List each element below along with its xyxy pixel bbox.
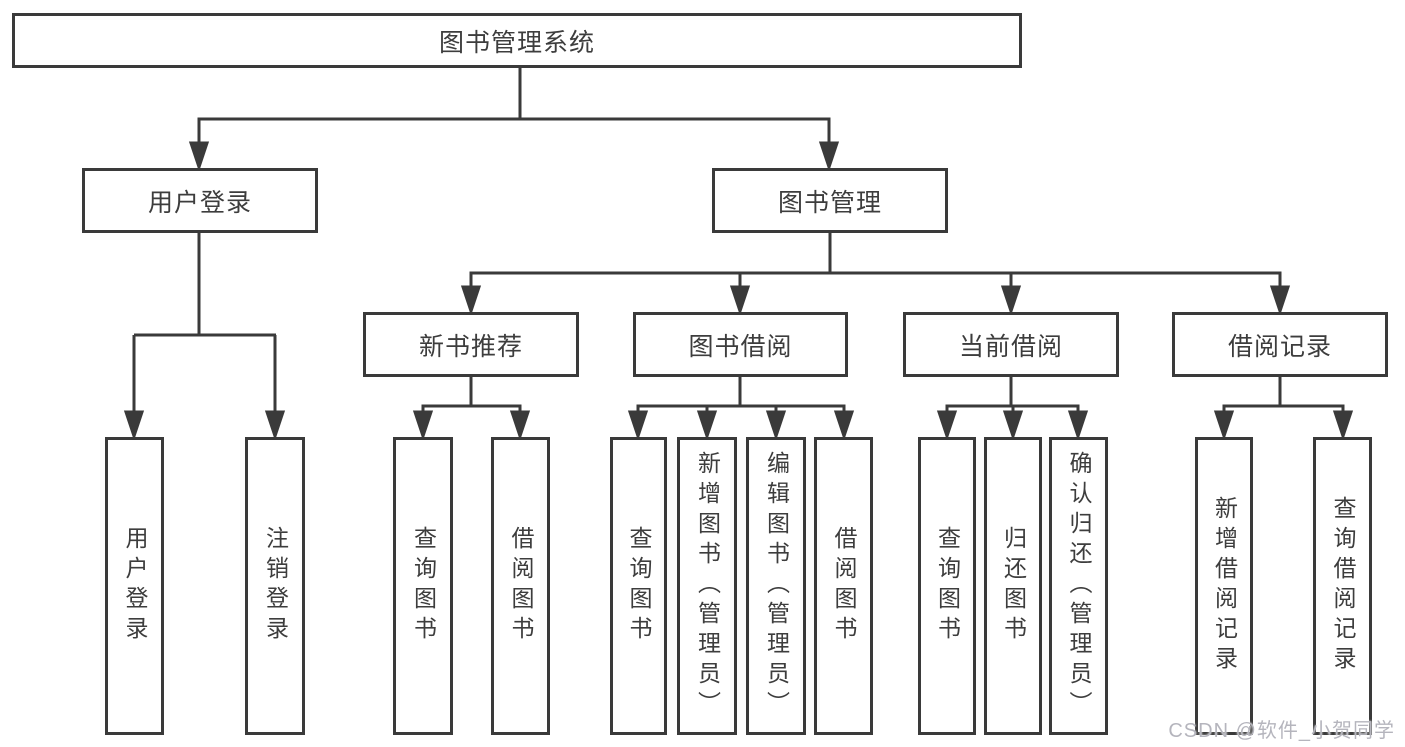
node-label: 用户登录 bbox=[122, 526, 148, 646]
node-user-login: 用户登录 bbox=[82, 168, 318, 233]
node-records-add-borrow-record: 新增借阅记录 bbox=[1195, 437, 1253, 735]
node-label: 图书管理系统 bbox=[438, 28, 595, 57]
node-label: 当前借阅 bbox=[958, 332, 1063, 361]
node-current-borrowing: 当前借阅 bbox=[903, 312, 1119, 377]
node-logout-action: 注销登录 bbox=[245, 437, 305, 735]
node-label: 查询借阅记录 bbox=[1330, 496, 1356, 676]
node-borrowing-borrow-books: 借阅图书 bbox=[814, 437, 873, 735]
node-current-confirm-return-admin: 确认归还（管理员） bbox=[1049, 437, 1108, 735]
node-library-management-system: 图书管理系统 bbox=[12, 13, 1022, 68]
node-book-borrowing: 图书借阅 bbox=[633, 312, 848, 377]
node-borrowing-query-books: 查询图书 bbox=[610, 437, 667, 735]
node-recommend-borrow-books: 借阅图书 bbox=[491, 437, 550, 735]
node-new-book-recommendation: 新书推荐 bbox=[363, 312, 579, 377]
node-label: 编辑图书（管理员） bbox=[763, 451, 790, 721]
node-borrowing-add-book-admin: 新增图书（管理员） bbox=[677, 437, 737, 735]
node-label: 图书管理 bbox=[777, 188, 882, 217]
node-label: 查询图书 bbox=[410, 526, 437, 646]
node-borrowing-edit-book-admin: 编辑图书（管理员） bbox=[746, 437, 806, 735]
node-label: 注销登录 bbox=[262, 526, 289, 646]
node-records-query-borrow-record: 查询借阅记录 bbox=[1313, 437, 1372, 735]
node-label: 确认归还（管理员） bbox=[1066, 451, 1092, 721]
csdn-watermark: CSDN @软件_小贺同学 bbox=[1168, 720, 1395, 742]
node-label: 归还图书 bbox=[1000, 526, 1027, 646]
node-label: 新增图书（管理员） bbox=[694, 451, 721, 721]
node-recommend-query-books: 查询图书 bbox=[393, 437, 453, 735]
node-book-management: 图书管理 bbox=[712, 168, 948, 233]
node-label: 新增借阅记录 bbox=[1211, 496, 1238, 676]
node-label: 图书借阅 bbox=[688, 332, 793, 361]
node-current-query-books: 查询图书 bbox=[918, 437, 976, 735]
node-label: 用户登录 bbox=[147, 188, 252, 217]
node-label: 借阅记录 bbox=[1227, 332, 1332, 361]
node-borrowing-records: 借阅记录 bbox=[1172, 312, 1388, 377]
node-label: 借阅图书 bbox=[508, 526, 534, 646]
node-current-return-books: 归还图书 bbox=[984, 437, 1042, 735]
node-label: 借阅图书 bbox=[831, 526, 857, 646]
node-label: 查询图书 bbox=[934, 526, 961, 646]
node-label: 新书推荐 bbox=[418, 332, 523, 361]
node-label: 查询图书 bbox=[626, 526, 652, 646]
node-user-login-action: 用户登录 bbox=[105, 437, 164, 735]
